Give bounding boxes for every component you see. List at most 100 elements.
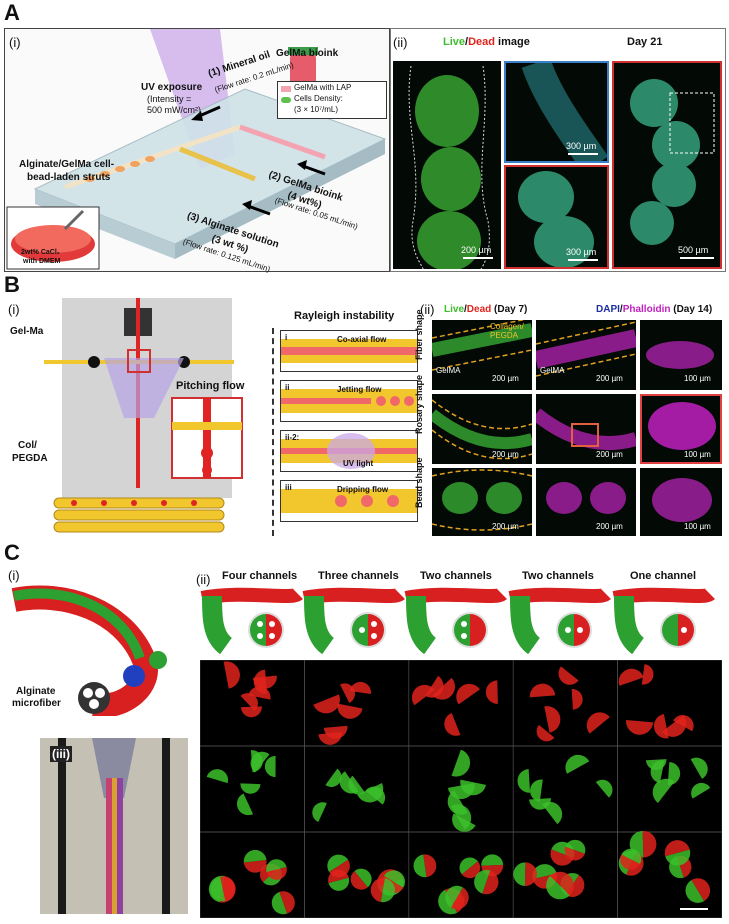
scale-bar (680, 257, 714, 259)
fiber-cross-section (413, 854, 437, 878)
fiber-cross-section (530, 779, 543, 802)
fiber-cross-section (667, 761, 681, 786)
collagen-label-2: PEGDA (490, 331, 519, 340)
rayleigh-stack: i Co-axial flow ii Jetting flow ii-2: UV… (272, 328, 420, 536)
fiber-cross-section (447, 790, 468, 815)
panel-c-i-frame: (i) Alginate microfiber (4, 566, 192, 716)
channel-title-one: One channel (630, 570, 697, 582)
fiber-cross-section (690, 757, 708, 779)
fiber-cross-section (348, 775, 366, 795)
fiber-cross-section (452, 813, 476, 832)
bioink-box-title: GelMa bioink (276, 48, 339, 59)
scale-label: 100 µm (684, 522, 711, 531)
fiber-cross-section (411, 684, 435, 706)
scale-label: 100 µm (684, 450, 711, 459)
alginate-label-1: Alginate (16, 686, 56, 697)
microfluidic-chip-illustration (6, 29, 387, 270)
gelma-tag: GelMA (540, 366, 565, 375)
fiber-cross-section (513, 862, 537, 887)
scale-bar (568, 259, 598, 261)
channel-title-four: Four channels (222, 570, 298, 582)
fiber-cross-section (312, 802, 327, 823)
fiber-cross-section (618, 668, 644, 686)
bioink-legend-1: GelMa with LAP (294, 83, 352, 92)
fiber-cross-section (529, 683, 556, 698)
fiber-cross-section (210, 876, 236, 902)
panel-a-ii-frame: (ii) Live/Dead image Day 21 200 µm 300 µ… (390, 28, 726, 272)
fiber-cross-section (240, 783, 261, 794)
channel-micrograph-grid (199, 659, 723, 919)
pitching-flow-label: Pitching flow (176, 380, 245, 392)
dish-label-2: with DMEM (23, 258, 61, 265)
fiber-cross-section (650, 760, 665, 784)
channel-title-two-a: Two channels (420, 570, 492, 582)
fiber-cross-section (250, 751, 270, 773)
channel-title-two-b: Two channels (522, 570, 594, 582)
rayleigh-row-jetting: ii Jetting flow (280, 380, 418, 422)
gelma-lap-swatch (281, 86, 291, 92)
fiber-cross-section (641, 664, 654, 685)
live-dead-micrograph-1: 200 µm (393, 61, 501, 269)
fiber-cross-section (565, 754, 590, 774)
fiber-cross-section (626, 719, 654, 735)
fiber-cross-section (271, 891, 295, 915)
capillary-photo: (iii) (40, 738, 188, 914)
fiber-cross-section (264, 755, 276, 778)
scale-label: 200 µm (492, 450, 519, 459)
fiber-cross-section (337, 703, 363, 719)
shape-label-fiber: Fiber shape (414, 309, 424, 360)
grid-drawing (199, 659, 723, 919)
panel-b-ii-label: (ii) (420, 302, 435, 317)
rosary-dapi-micrograph: 200 µm (536, 394, 636, 464)
fiber-dapi-micrograph: GelMA 200 µm (536, 320, 636, 390)
fiber-cross-section (595, 779, 613, 798)
fiber-cross-section (571, 689, 583, 710)
fiber-cross-section (653, 713, 669, 739)
scale-bar (680, 908, 708, 910)
live-dead-micrograph-4: 500 µm (612, 61, 722, 269)
fiber-cross-section (564, 839, 586, 861)
channel-diagrams (200, 587, 715, 654)
live-dead-micrograph-2: 300 µm (504, 61, 609, 163)
collagen-label-1: Collagen/ (490, 322, 524, 331)
col-pegda-label-2: PEGDA (12, 453, 48, 464)
col-pegda-label-1: Col/ (18, 440, 37, 451)
fiber-cross-section (350, 868, 372, 890)
scale-label: 200 µm (596, 522, 623, 531)
panel-c-i-label: (i) (8, 568, 20, 583)
cells-swatch (281, 97, 291, 103)
bioink-legend-3: (3 × 10⁷/mL) (294, 105, 339, 114)
panel-b-i-frame: (i) Gel-Ma Col/ PEGDA Pitching flow Rayl… (4, 298, 419, 538)
scale-label: 500 µm (678, 245, 709, 255)
scale-label: 200 µm (492, 522, 519, 531)
alginate-label-2: microfiber (12, 698, 61, 709)
fiber-cross-section (370, 877, 395, 903)
uv-detail2: 500 mW/cm²) (147, 105, 201, 115)
bead-dapi-micrograph: 200 µm (536, 468, 636, 536)
shape-label-bead: Bead shape (414, 457, 424, 508)
scale-label: 300 µm (566, 141, 597, 151)
fiber-cross-section (586, 712, 610, 734)
fiber-cross-section (243, 849, 267, 873)
rayleigh-row-uv: ii-2: UV light (280, 430, 418, 472)
rayleigh-title: Rayleigh instability (294, 310, 395, 322)
fiber-cross-section (685, 878, 711, 903)
panel-c-iii-label: (iii) (50, 746, 72, 762)
bioink-legend-box: GelMa bioink GelMa with LAP Cells Densit… (276, 48, 387, 119)
alginate-microfiber-illustration (11, 585, 167, 716)
fiber-cross-section (447, 783, 475, 800)
panel-c-ii-label: (ii) (196, 572, 211, 587)
dish-label-1: 2wt% CaCl₂ (21, 249, 60, 256)
rayleigh-row-coaxial: i Co-axial flow (280, 330, 418, 372)
fiber-cross-section (266, 859, 287, 880)
channel-title-three: Three channels (318, 570, 399, 582)
scale-label: 200 µm (596, 374, 623, 383)
scale-label: 100 µm (684, 374, 711, 383)
fiber-cross-section (546, 871, 574, 900)
shape-label-rosary: Rosary shape (414, 374, 424, 434)
panel-c-letter: C (4, 540, 20, 565)
rosary-live-dead-micrograph: 200 µm (432, 394, 532, 464)
bioink-legend-2: Cells Density: (294, 94, 343, 103)
day21-title: Day 21 (627, 36, 663, 48)
panel-b-letter: B (4, 272, 20, 297)
